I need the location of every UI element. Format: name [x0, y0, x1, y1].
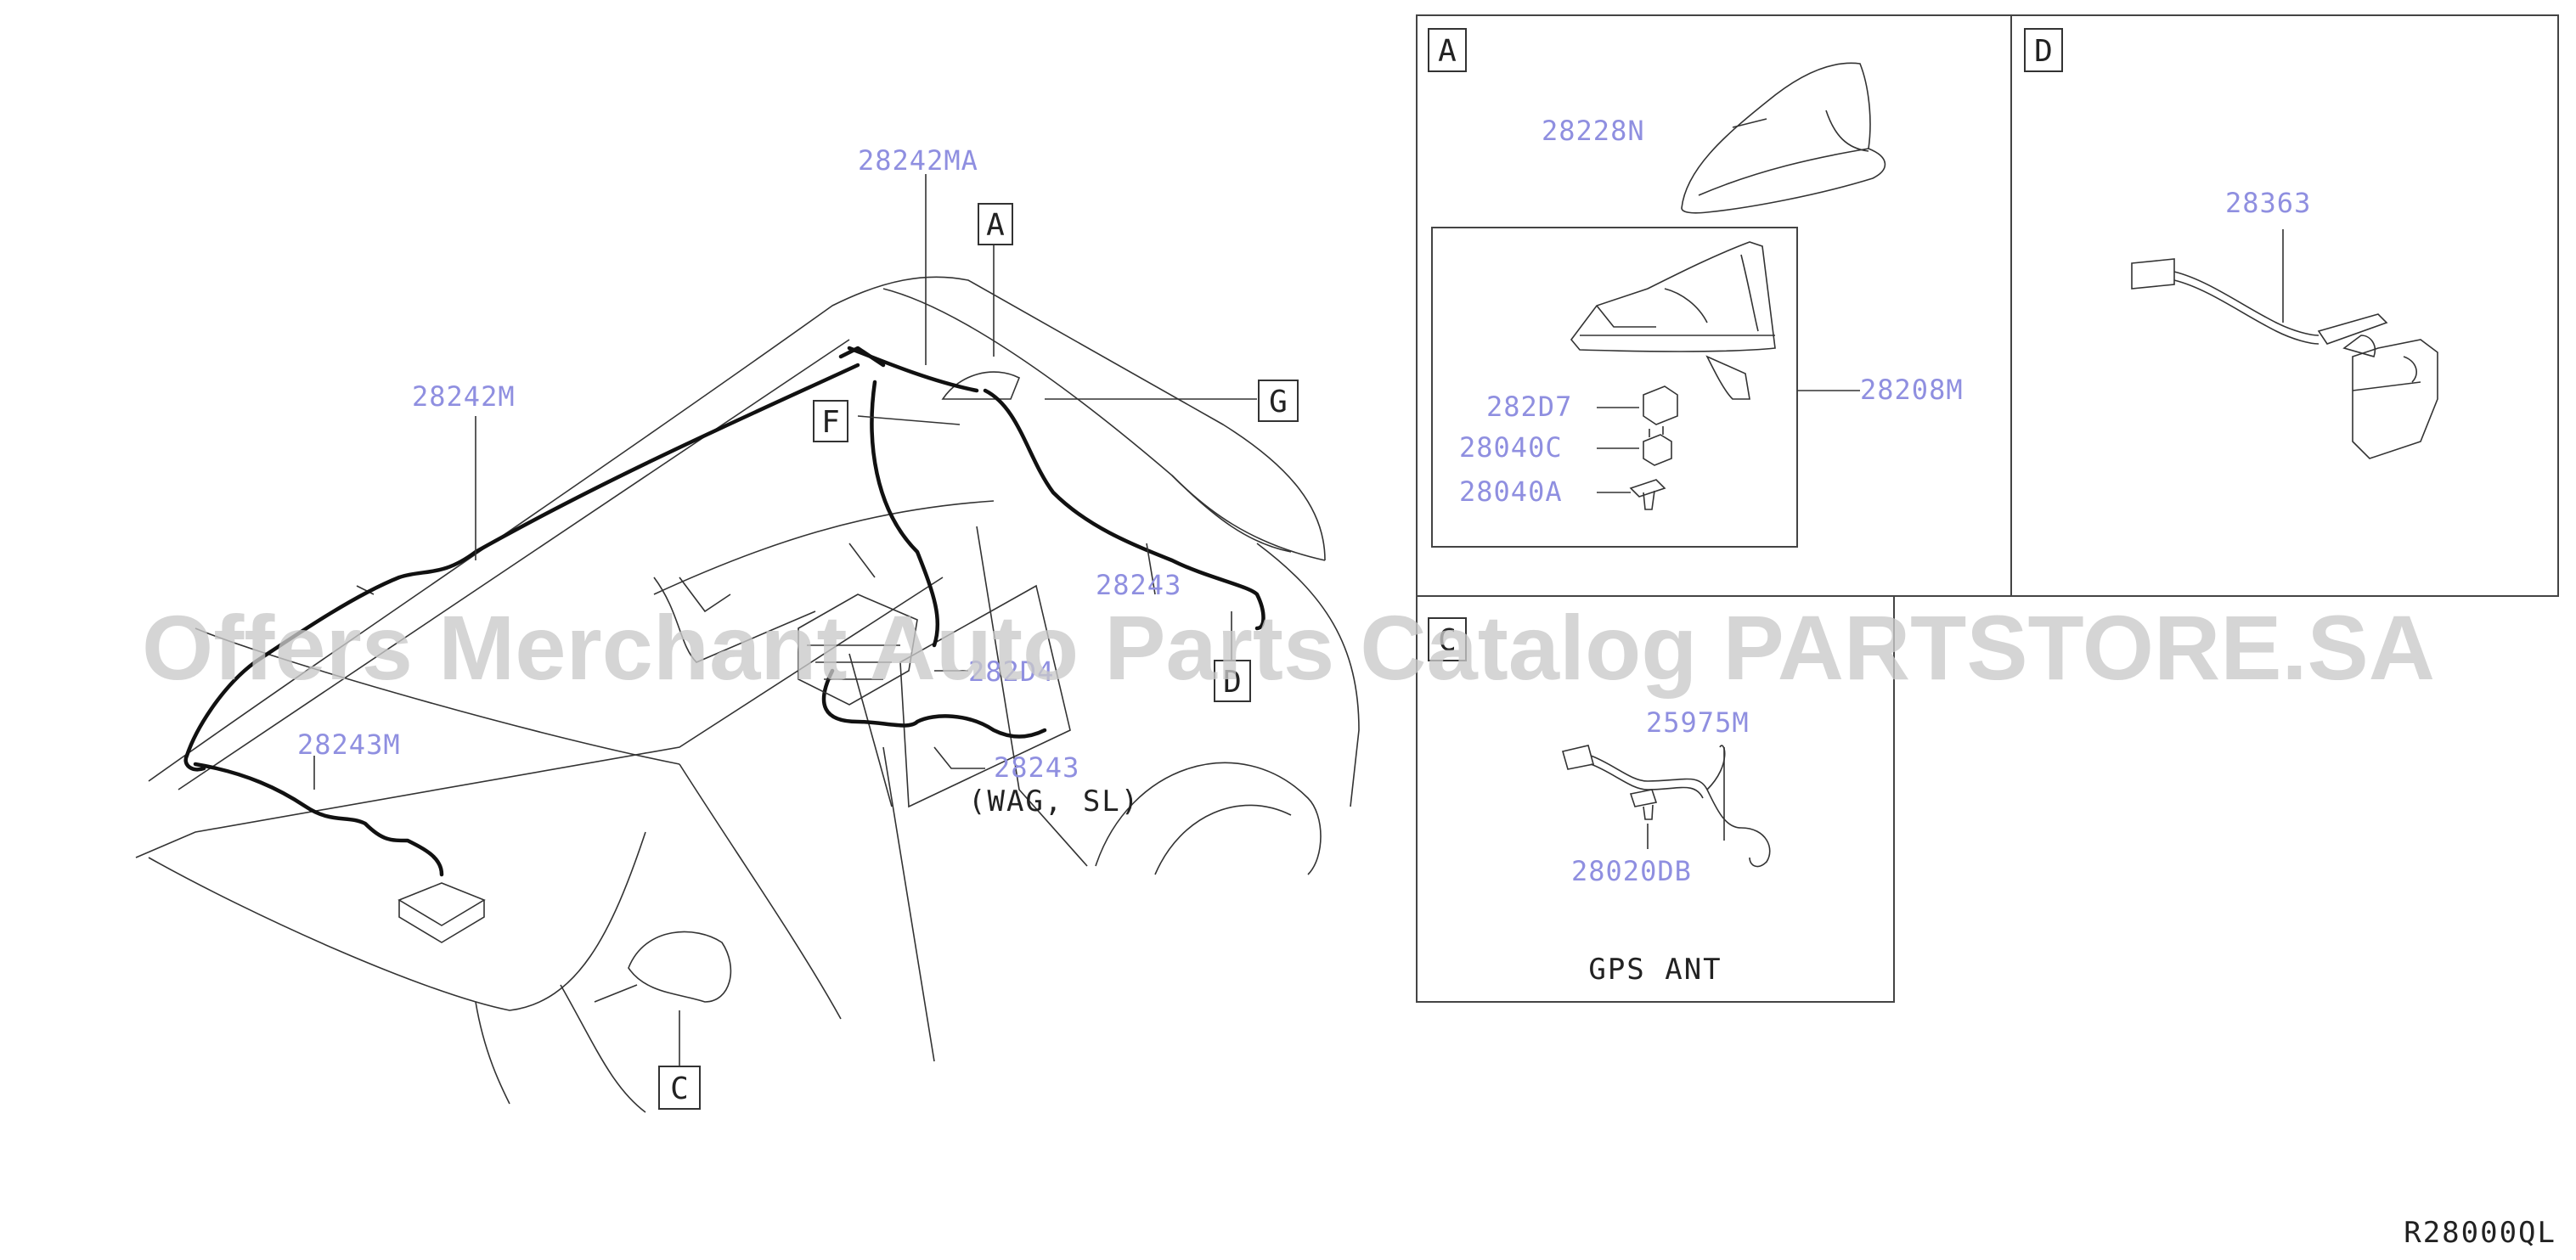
part-number-28242m: 28242M — [412, 380, 516, 413]
panel-label-d: D — [2034, 34, 2053, 69]
callout-box-d — [1214, 660, 1251, 702]
wag-sl-note: (WAG, SL) — [968, 785, 1140, 818]
callout-label-a: A — [986, 208, 1005, 243]
part-number-28020db: 28020DB — [1571, 855, 1692, 887]
part-number-282d4: 282D4 — [968, 655, 1054, 688]
part-number-28040c: 28040C — [1459, 431, 1563, 464]
callout-label-f: F — [821, 405, 840, 440]
panel-tag-c — [1428, 617, 1467, 661]
shark-fin-cover-illustration — [1681, 62, 1886, 214]
part-number-28242ma: 28242MA — [858, 144, 978, 177]
part-number-28243-wag: 28243 — [994, 751, 1079, 784]
part-number-28243m: 28243M — [297, 728, 401, 761]
tuner-module-illustration — [798, 593, 918, 706]
diagram-code: R28000QL — [2404, 1216, 2556, 1250]
part-number-282d7: 282D7 — [1486, 391, 1572, 423]
part-number-25975m: 25975M — [1646, 706, 1750, 739]
part-number-28363: 28363 — [2225, 187, 2311, 219]
part-numbers-main: 28242MA 28242M 28243 28243M 282D4 28243 … — [297, 144, 1181, 818]
callout-label-d: D — [1223, 665, 1242, 700]
gps-antenna-caption: GPS ANT — [1588, 953, 1722, 987]
panel-tag-d — [2024, 28, 2063, 72]
panel-frame-top — [1416, 14, 2559, 597]
callout-box-f — [813, 400, 848, 442]
antenna-cable-module-illustration — [2131, 258, 2438, 459]
leader-28228n — [1732, 118, 1767, 128]
callout-label-c: C — [670, 1072, 689, 1106]
callout-boxes: A G F D C — [658, 203, 1299, 1110]
callout-label-g: G — [1269, 385, 1288, 419]
panel-a-inner-box — [1431, 227, 1798, 548]
watermark-text: Offers Merchant Auto Parts Catalog PARTS… — [142, 596, 2435, 699]
gps-antenna-illustration — [1561, 745, 1771, 868]
part-number-28228n: 28228N — [1542, 115, 1645, 147]
part-number-28243: 28243 — [1096, 569, 1181, 601]
callout-box-c — [658, 1066, 701, 1110]
callout-box-a — [978, 203, 1013, 245]
detail-panels: A D C — [1416, 14, 2559, 1003]
panel-tag-a — [1428, 28, 1467, 72]
amp-module-illustration — [397, 882, 486, 943]
callout-box-g — [1258, 380, 1299, 422]
panel-label-c: C — [1438, 623, 1457, 658]
panel-label-a: A — [1438, 34, 1457, 69]
part-number-28040a: 28040A — [1459, 475, 1563, 508]
part-number-28208m: 28208M — [1860, 374, 1964, 406]
antenna-unit-illustration — [1570, 241, 1776, 510]
panel-frame-gps — [1416, 595, 1895, 1003]
